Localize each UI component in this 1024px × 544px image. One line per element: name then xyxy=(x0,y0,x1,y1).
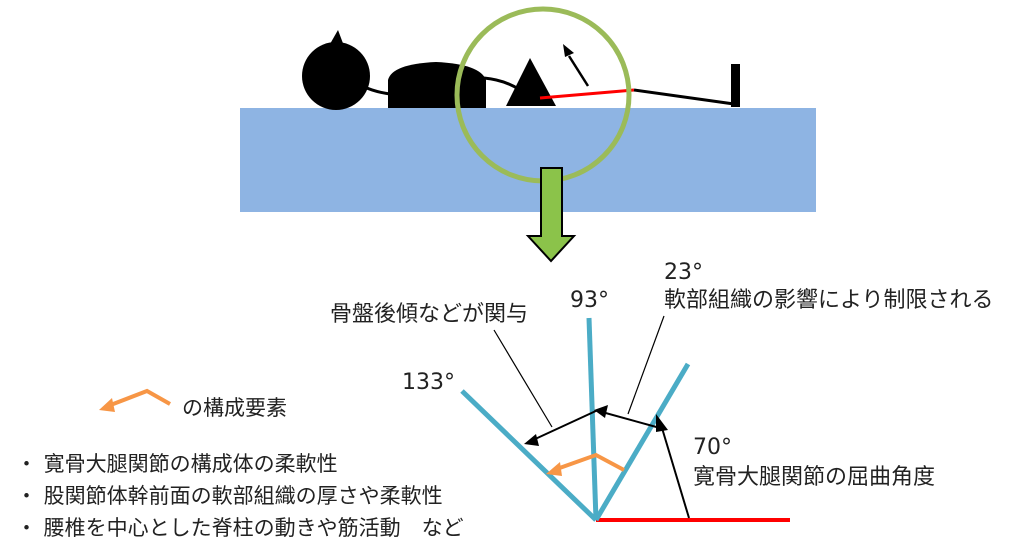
angle-diagram xyxy=(460,315,790,522)
figure-back xyxy=(483,76,521,92)
legend-chevron xyxy=(107,388,171,408)
component-item: ・ 腰椎を中心とした脊柱の動きや筋活動 など xyxy=(16,516,464,540)
line-70 xyxy=(593,362,691,522)
legend-label: の構成要素 xyxy=(182,396,287,420)
zoom-down-arrow xyxy=(525,167,577,263)
component-item: ・ 股関節体幹前面の軟部組織の厚さや柔軟性 xyxy=(16,484,443,508)
hip-flexion-note: 寛骨大腿関節の屈曲角度 xyxy=(693,465,936,490)
figure-head xyxy=(302,42,370,110)
arc-70 xyxy=(661,427,690,519)
line-93 xyxy=(586,317,599,521)
component-item: ・ 寛骨大腿関節の構成体の柔軟性 xyxy=(16,452,338,476)
flexion-direction-arrow xyxy=(567,55,590,87)
figure-thigh xyxy=(539,88,635,100)
component-chevron xyxy=(553,452,625,472)
arc-40-head xyxy=(524,434,539,446)
bed xyxy=(240,108,816,212)
angle-23-label: 23° xyxy=(664,260,703,285)
angle-133-label: 133° xyxy=(402,370,455,395)
leader-pelvic xyxy=(493,329,553,428)
legend-chevron-head xyxy=(99,398,115,412)
soft-tissue-note: 軟部組織の影響により制限される xyxy=(664,288,994,313)
leader-soft-tissue xyxy=(627,315,665,415)
arc-23-head xyxy=(594,405,608,418)
arc-23 xyxy=(601,411,661,429)
figure-nose xyxy=(330,30,344,46)
figure-foot xyxy=(731,64,740,107)
arc-70-head xyxy=(656,414,668,432)
component-chevron-head xyxy=(546,462,562,476)
figure-pelvis xyxy=(506,58,556,106)
figure-shank xyxy=(633,88,735,106)
angle-70-label: 70° xyxy=(693,435,732,460)
flexion-arrowhead xyxy=(563,44,574,57)
arc-40 xyxy=(532,409,599,441)
supine-figure xyxy=(302,30,740,110)
figure-torso xyxy=(388,62,486,108)
components-list: ・ 寛骨大腿関節の構成体の柔軟性 ・ 股関節体幹前面の軟部組織の厚さや柔軟性 ・… xyxy=(16,448,464,544)
line-133 xyxy=(460,389,598,522)
pelvic-note: 骨盤後傾などが関与 xyxy=(330,302,529,327)
figure-neck xyxy=(361,84,391,96)
angle-93-label: 93° xyxy=(570,288,609,313)
